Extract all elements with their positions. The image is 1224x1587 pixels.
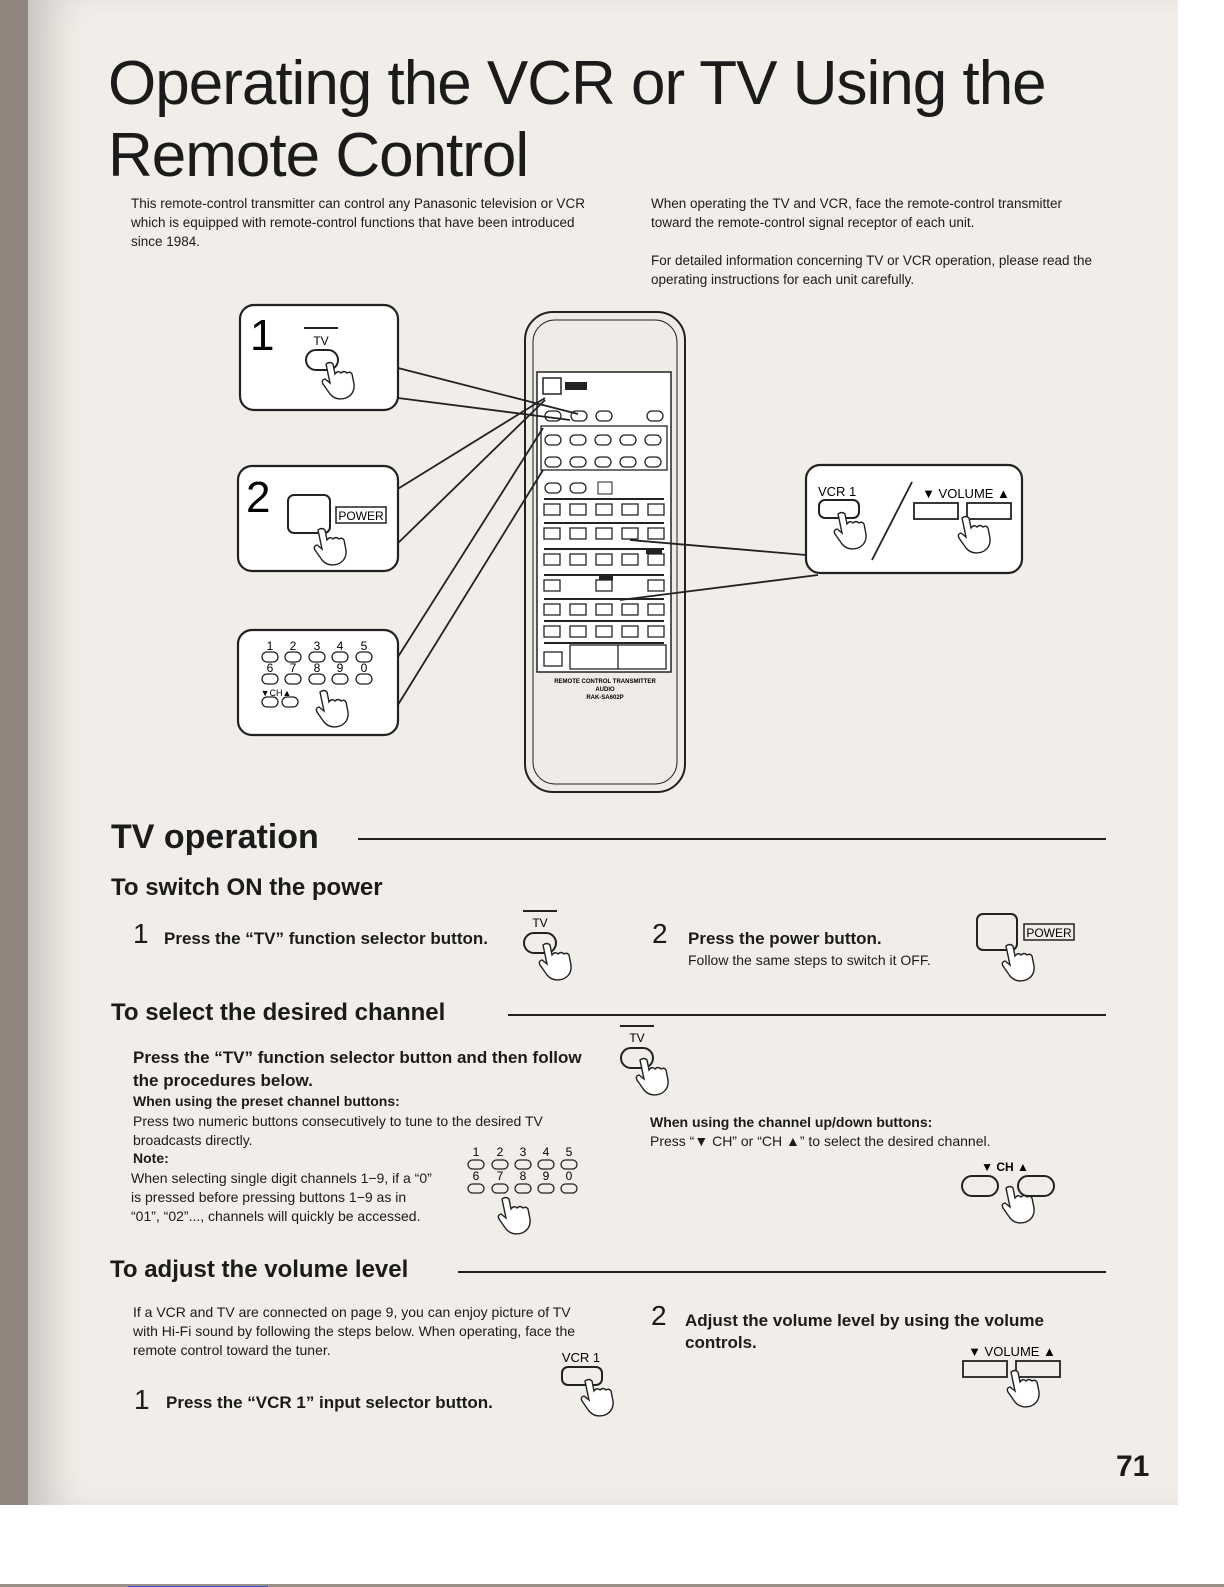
volume-heading: To adjust the volume level xyxy=(110,1256,409,1283)
digit-label: 0 xyxy=(566,1169,573,1183)
page-binding-shadow xyxy=(0,0,28,1505)
power-heading: To switch ON the power xyxy=(111,874,383,901)
digit-label: 0 xyxy=(361,661,368,675)
hand-pointer-icon xyxy=(1006,1369,1040,1408)
page-margin-right xyxy=(1178,0,1224,1584)
digit-label: 2 xyxy=(290,639,297,653)
remote-brand-text: REMOTE CONTROL TRANSMITTER xyxy=(554,679,656,685)
digit-label: 6 xyxy=(473,1169,480,1183)
page-number: 71 xyxy=(1116,1450,1150,1483)
power-step1-text: Press the “TV” function selector button. xyxy=(164,929,488,948)
tv-operation-heading: TV operation xyxy=(111,818,319,856)
note-label: Note: xyxy=(133,1150,169,1166)
remote-audio-text: AUDIO xyxy=(595,687,615,693)
channel-updown-illustration: ▼ CH ▲ xyxy=(961,1160,1055,1224)
page-title-line1: Operating the VCR or TV Using the xyxy=(108,49,1047,118)
power-step2-subtext: Follow the same steps to switch it OFF. xyxy=(688,952,931,968)
digit-label: 8 xyxy=(520,1169,527,1183)
callout-4-volume-label: ▼ VOLUME ▲ xyxy=(922,486,1010,501)
vcr1-label: VCR 1 xyxy=(562,1350,600,1365)
callout-tv-button: 1 TV xyxy=(238,303,400,412)
remote-model-text: RAK-SA602P xyxy=(586,695,623,701)
intro-left: This remote-control transmitter can cont… xyxy=(131,196,585,249)
volume-step2-text: Adjust the volume level by using the vol… xyxy=(685,1311,1044,1352)
power-step2-text: Press the power button. xyxy=(688,929,882,948)
callout-3-ch-label: ▼CH▲ xyxy=(261,688,292,698)
power-step2-number: 2 xyxy=(652,918,668,949)
digit-label: 3 xyxy=(314,639,321,653)
volume-label: ▼ VOLUME ▲ xyxy=(968,1344,1056,1359)
hand-pointer-icon xyxy=(635,1057,669,1096)
hand-pointer-icon xyxy=(497,1196,531,1235)
callout-numeric-buttons: 1 2 3 4 5 6 7 8 9 0 ▼CH▲ xyxy=(236,628,400,737)
volume-intro: If a VCR and TV are connected on page 9,… xyxy=(133,1304,576,1358)
callout-1-tv-label: TV xyxy=(313,334,328,348)
digit-label: 9 xyxy=(543,1169,550,1183)
digit-label: 5 xyxy=(566,1145,573,1159)
callout-4-vcr1-label: VCR 1 xyxy=(818,484,856,499)
remote-control-body: REMOTE CONTROL TRANSMITTER AUDIO RAK-SA6… xyxy=(524,311,686,793)
power-button-illustration: POWER xyxy=(976,913,1075,982)
digit-label: 7 xyxy=(290,661,297,675)
digit-label: 9 xyxy=(337,661,344,675)
callout-power-button: 2 POWER xyxy=(236,464,400,573)
hand-pointer-icon xyxy=(580,1378,614,1417)
section-rule xyxy=(358,838,1106,840)
hand-pointer-icon xyxy=(1001,943,1035,982)
tv-button-label: TV xyxy=(629,1031,644,1045)
volume-step2-number: 2 xyxy=(651,1300,667,1331)
volume-step1-text: Press the “VCR 1” input selector button. xyxy=(166,1393,493,1412)
volume-buttons-illustration: ▼ VOLUME ▲ xyxy=(962,1344,1061,1408)
section-rule xyxy=(458,1271,1106,1273)
ch-label: ▼ CH ▲ xyxy=(981,1160,1029,1174)
digit-label: 4 xyxy=(543,1145,550,1159)
digit-label: 2 xyxy=(497,1145,504,1159)
preset-heading: When using the preset channel buttons: xyxy=(133,1093,400,1109)
page-title-line2: Remote Control xyxy=(108,121,529,190)
note-text: When selecting single digit channels 1−9… xyxy=(131,1170,432,1224)
tv-button-label: TV xyxy=(532,916,547,930)
digit-label: 7 xyxy=(497,1169,504,1183)
tv-button-illustration: TV xyxy=(523,910,572,981)
digit-label: 1 xyxy=(473,1145,480,1159)
vcr1-button-illustration: VCR 1 xyxy=(561,1350,614,1417)
intro-right-p2: For detailed information concerning TV o… xyxy=(651,253,1092,287)
page-margin-bottom xyxy=(0,1505,1224,1584)
numeric-buttons-illustration: 1 2 3 4 5 6 7 8 9 0 xyxy=(467,1145,578,1235)
tv-button-illustration: TV xyxy=(620,1025,669,1096)
intro-right-p1: When operating the TV and VCR, face the … xyxy=(651,196,1062,230)
digit-label: 5 xyxy=(361,639,368,653)
volume-step1-number: 1 xyxy=(134,1384,150,1415)
digit-label: 4 xyxy=(337,639,344,653)
power-button-label: POWER xyxy=(1026,926,1072,940)
updown-text: Press “▼ CH” or “CH ▲” to select the des… xyxy=(650,1133,991,1149)
updown-heading: When using the channel up/down buttons: xyxy=(650,1114,933,1130)
callout-leader-lines xyxy=(395,367,819,709)
hand-pointer-icon xyxy=(1001,1185,1035,1224)
channel-heading: To select the desired channel xyxy=(111,999,446,1026)
remote-control-diagram: REMOTE CONTROL TRANSMITTER AUDIO RAK-SA6… xyxy=(236,303,1024,793)
digit-label: 3 xyxy=(520,1145,527,1159)
preset-text: Press two numeric buttons consecutively … xyxy=(133,1113,543,1148)
callout-2-power-label: POWER xyxy=(338,509,384,523)
callout-2-number: 2 xyxy=(246,473,270,522)
channel-intro: Press the “TV” function selector button … xyxy=(133,1048,582,1090)
digit-label: 6 xyxy=(267,661,274,675)
digit-label: 1 xyxy=(267,639,274,653)
section-rule xyxy=(508,1014,1106,1016)
hand-pointer-icon xyxy=(538,942,572,981)
digit-label: 8 xyxy=(314,661,321,675)
power-step1-number: 1 xyxy=(133,918,149,949)
callout-vcr1-volume: VCR 1 ▼ VOLUME ▲ xyxy=(804,463,1024,575)
callout-1-number: 1 xyxy=(250,311,274,360)
